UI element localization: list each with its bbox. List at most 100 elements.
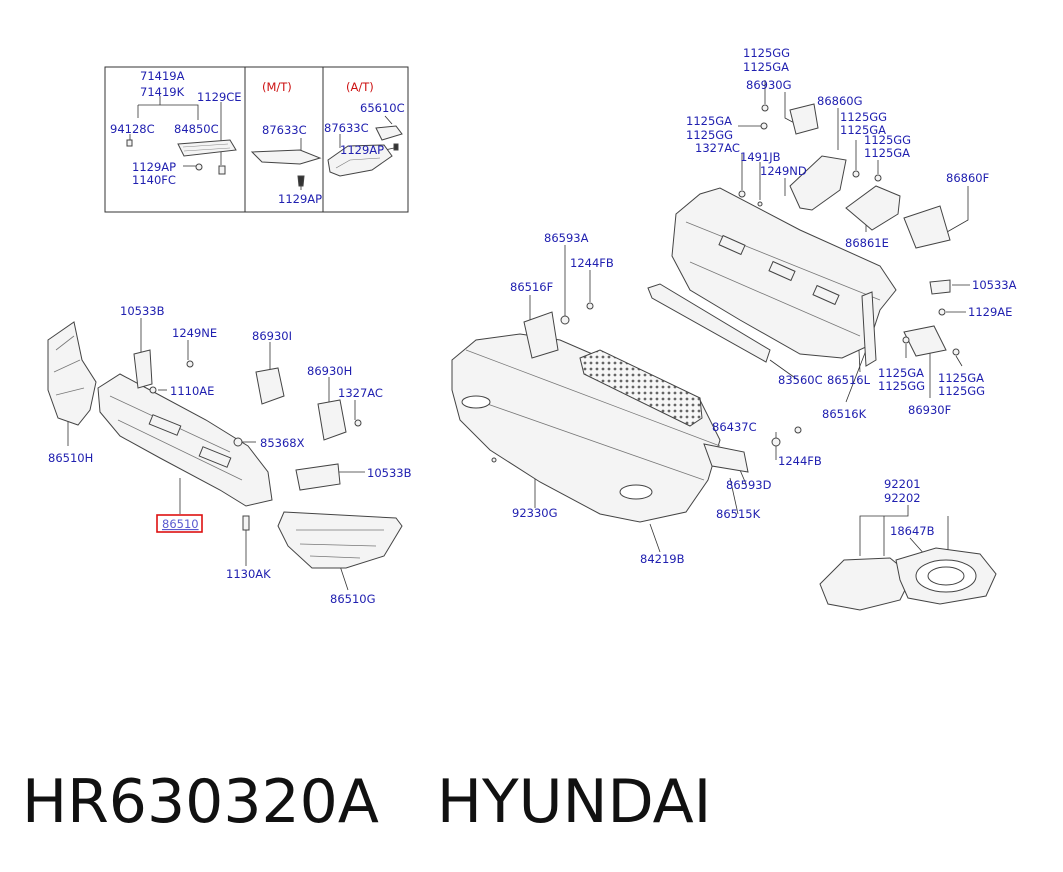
label-86516K: 86516K	[822, 407, 867, 421]
label-86860G: 86860G	[817, 94, 863, 108]
label-1244FB-a: 1244FB	[570, 256, 614, 270]
strip-86516K	[861, 291, 877, 367]
label-1125GG-t1: 1125GG	[743, 46, 790, 60]
label-10533A: 10533A	[972, 278, 1017, 292]
left-leaders	[67, 318, 365, 591]
fog-parts	[819, 547, 997, 611]
pad-10533B-b	[295, 463, 341, 491]
label-84850C: 84850C	[174, 122, 219, 136]
label-94128C: 94128C	[110, 122, 155, 136]
caption: HR630320A HYUNDAI	[22, 762, 711, 842]
label-1125GG-r1: 1125GG	[878, 379, 925, 393]
label-1129AE: 1129AE	[968, 305, 1012, 319]
label-1125GG-t3: 1125GG	[840, 110, 887, 124]
label-87633C-at: 87633C	[324, 121, 369, 135]
screw-1129AP-a	[195, 163, 203, 171]
bracket-86516F	[523, 311, 559, 359]
label-1129CE: 1129CE	[197, 90, 242, 104]
inset-leaders	[129, 96, 395, 190]
label-1125GG-t2: 1125GG	[686, 128, 733, 142]
label-86437C: 86437C	[712, 420, 757, 434]
label-87633C-mt: 87633C	[262, 123, 307, 137]
inset-frame	[104, 66, 409, 213]
label-1491JB: 1491JB	[740, 150, 781, 164]
label-86930I: 86930I	[252, 329, 292, 343]
bracket-86861E	[845, 185, 901, 231]
label-86593A: 86593A	[544, 231, 589, 245]
side-cover-86510H	[47, 321, 97, 426]
label-1327AC-l: 1327AC	[338, 386, 383, 400]
label-92201: 92201	[884, 477, 921, 491]
label-1125GA-t1: 1125GA	[743, 60, 789, 74]
pad-10533A	[929, 279, 951, 295]
skid-plate-86510G	[277, 511, 403, 569]
label-1130AK: 1130AK	[226, 567, 271, 581]
bracket-86930F	[903, 325, 947, 357]
bracket-65610C	[375, 125, 403, 141]
label-86510G: 86510G	[330, 592, 376, 606]
label-71419K: 71419K	[140, 85, 185, 99]
label-1129AP-b: 1129AP	[278, 192, 322, 206]
left-assembly	[47, 318, 403, 591]
label-1125GA-t2: 1125GA	[686, 114, 732, 128]
inset-heading-mt: (M/T)	[262, 80, 292, 94]
label-86593D: 86593D	[726, 478, 772, 492]
label-86516F: 86516F	[510, 280, 553, 294]
label-1129AP-c: 1129AP	[340, 143, 384, 157]
label-92330G: 92330G	[512, 506, 558, 520]
inset-panel: (M/T) (A/T)	[104, 66, 409, 213]
label-65610C: 65610C	[360, 101, 405, 115]
caption-part-number: HR630320A	[22, 767, 379, 837]
label-1110AE: 1110AE	[170, 384, 214, 398]
label-1327AC-t: 1327AC	[695, 141, 740, 155]
label-1249NE: 1249NE	[172, 326, 217, 340]
strip-83560C	[647, 283, 771, 363]
highlight-box	[156, 514, 203, 533]
bracket-86930G	[789, 103, 819, 135]
pad-10533B-a	[133, 349, 153, 389]
label-1125GA-r1: 1125GA	[878, 366, 924, 380]
label-86515K: 86515K	[716, 507, 761, 521]
label-86510H: 86510H	[48, 451, 93, 465]
caption-brand: HYUNDAI	[436, 767, 712, 837]
label-86930G: 86930G	[746, 78, 792, 92]
grille-86437C	[579, 349, 703, 427]
upper-right-parts	[671, 103, 960, 367]
garnish-87633C-mt	[250, 149, 322, 165]
label-1125GG-r2: 1125GG	[938, 384, 985, 398]
label-1129AP-a: 1129AP	[132, 160, 176, 174]
parts-diagram: (M/T) (A/T)	[47, 46, 1017, 611]
bracket-86515K	[703, 443, 749, 473]
label-86510[interactable]: 86510	[162, 517, 199, 531]
label-1125GG-t4: 1125GG	[864, 133, 911, 147]
highlighted-part[interactable]: 86510	[156, 514, 203, 533]
center-assembly	[451, 245, 802, 553]
label-1140FC: 1140FC	[132, 173, 176, 187]
bracket-86930H	[317, 399, 347, 441]
label-84219B: 84219B	[640, 552, 685, 566]
label-83560C: 83560C	[778, 373, 823, 387]
part-labels: 71419A 71419K 1129CE 94128C 84850C 1129A…	[48, 46, 1017, 606]
label-92202: 92202	[884, 491, 921, 505]
upper-right-assembly	[671, 80, 970, 403]
label-10533B-a: 10533B	[120, 304, 165, 318]
label-86930H: 86930H	[307, 364, 352, 378]
label-1249ND: 1249ND	[760, 164, 807, 178]
bracket-86860G	[789, 155, 847, 211]
label-18647B: 18647B	[890, 524, 935, 538]
inset-parts	[126, 125, 403, 187]
left-parts	[47, 321, 403, 569]
label-86860F: 86860F	[946, 171, 989, 185]
label-71419A: 71419A	[140, 69, 185, 83]
label-85368X: 85368X	[260, 436, 305, 450]
clip-94128C	[126, 139, 133, 147]
inset-heading-at: (A/T)	[346, 80, 374, 94]
label-1244FB-b: 1244FB	[778, 454, 822, 468]
bracket-86930I	[255, 367, 285, 405]
clip-1129CE	[218, 165, 226, 175]
label-1125GA-t3: 1125GA	[840, 123, 886, 137]
label-10533B-b: 10533B	[367, 466, 412, 480]
label-86516L: 86516L	[827, 373, 871, 387]
fog-lamp-assembly	[819, 505, 997, 611]
bracket-86860F	[903, 205, 951, 249]
